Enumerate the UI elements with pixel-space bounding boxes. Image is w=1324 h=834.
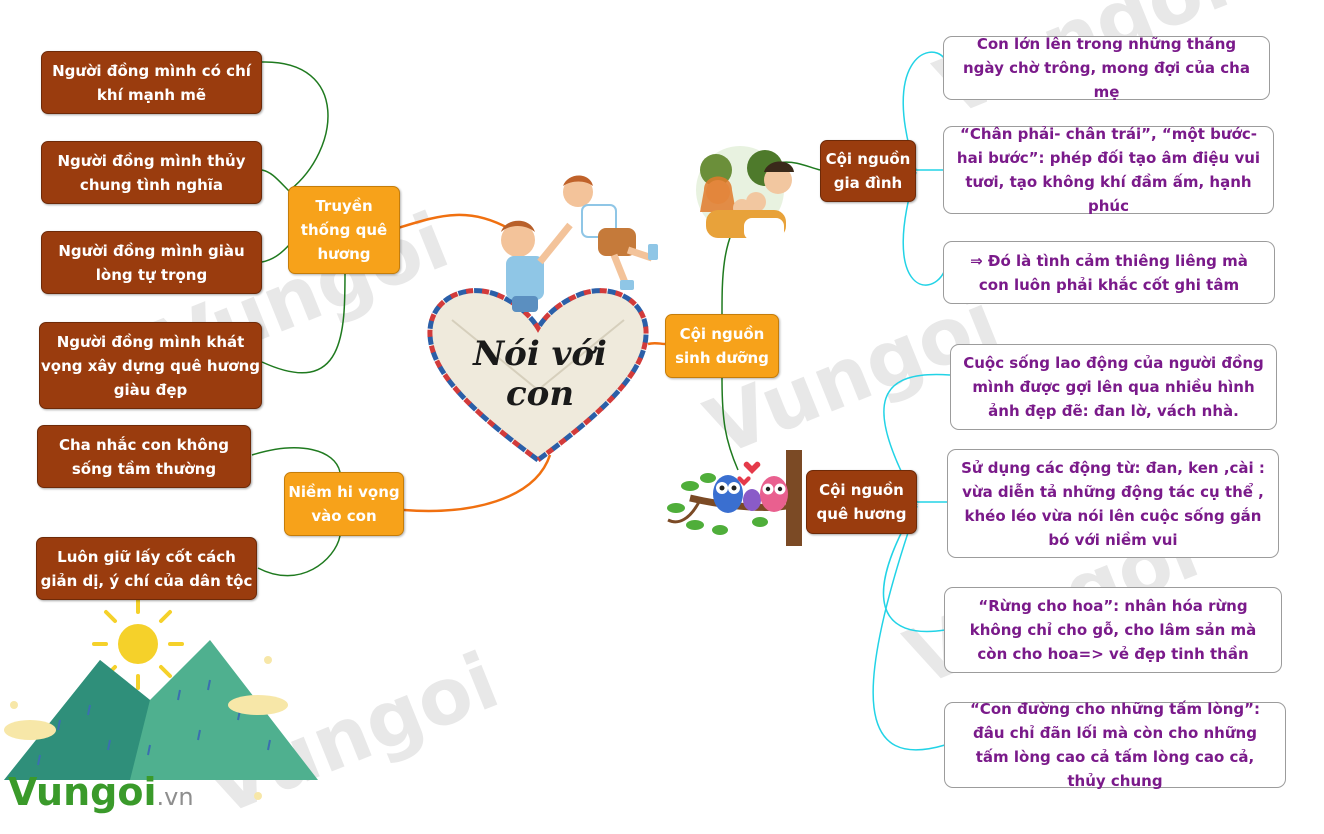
node-label: Cội nguồn quê hương xyxy=(816,481,907,523)
note-family-1[interactable]: Con lớn lên trong những tháng ngày chờ t… xyxy=(943,35,1270,101)
node-coi-nguon-que-huong[interactable]: Cội nguồn quê hương xyxy=(806,470,917,534)
brand-logo: Vungoi.vn xyxy=(8,770,194,814)
owls-on-branch-icon xyxy=(667,450,802,546)
note-text: “Chân phải- chân trái”, “một bước- hai b… xyxy=(956,125,1261,215)
note-family-3[interactable]: ⇒ Đó là tình cảm thiêng liêng mà con luô… xyxy=(943,241,1275,304)
node-truyen-thong[interactable]: Truyền thống quê hương xyxy=(288,186,400,274)
link-center-truyen-thong xyxy=(397,213,516,234)
note-text: Cuộc sống lao động của người đồng mình đ… xyxy=(963,354,1264,420)
leaf-label: Người đồng mình thủy chung tình nghĩa xyxy=(57,151,246,194)
note-homeland-1[interactable]: Cuộc sống lao động của người đồng mình đ… xyxy=(950,344,1277,430)
brand-name: Vungoi xyxy=(8,770,157,814)
leaf-khat-vong[interactable]: Người đồng mình khát vọng xây dựng quê h… xyxy=(39,322,262,409)
note-family-2[interactable]: “Chân phải- chân trái”, “một bước- hai b… xyxy=(943,125,1274,215)
node-niem-hi-vong[interactable]: Niềm hi vọng vào con xyxy=(284,472,404,536)
node-coi-nguon-sinh-duong[interactable]: Cội nguồn sinh dưỡng xyxy=(665,314,779,378)
leaf-label: Người đồng mình khát vọng xây dựng quê h… xyxy=(40,332,260,399)
note-text: “Con đường cho những tấm lòng”: đâu chỉ … xyxy=(969,700,1261,790)
leaf-tam-thuong[interactable]: Cha nhắc con không sống tầm thường xyxy=(37,425,251,488)
note-homeland-2[interactable]: Sử dụng các động từ: đan, ken ,cài : vừa… xyxy=(947,449,1279,558)
note-text: ⇒ Đó là tình cảm thiêng liêng mà con luô… xyxy=(970,251,1248,294)
note-text: Con lớn lên trong những tháng ngày chờ t… xyxy=(963,35,1250,101)
node-label: Cội nguồn sinh dưỡng xyxy=(675,325,769,367)
heart-envelope-icon xyxy=(427,288,649,464)
leaf-label: Cha nhắc con không sống tầm thường xyxy=(58,435,230,478)
note-homeland-3[interactable]: “Rừng cho hoa”: nhân hóa rừng không chỉ … xyxy=(944,587,1282,673)
note-text: “Rừng cho hoa”: nhân hóa rừng không chỉ … xyxy=(969,597,1257,663)
leaf-thuy-chung[interactable]: Người đồng mình thủy chung tình nghĩa xyxy=(41,141,262,204)
center-title: Nói với con xyxy=(473,334,607,414)
leaf-label: Người đồng mình giàu lòng tự trọng xyxy=(58,241,245,284)
father-child-icon xyxy=(501,175,658,312)
brand-suffix: .vn xyxy=(156,783,194,811)
node-coi-nguon-gia-dinh[interactable]: Cội nguồn gia đình xyxy=(820,140,916,202)
link-center-sinh-duong xyxy=(647,341,667,346)
leaf-tu-trong[interactable]: Người đồng mình giàu lòng tự trọng xyxy=(41,231,262,294)
node-label: Cội nguồn gia đình xyxy=(825,150,911,192)
node-label: Truyền thống quê hương xyxy=(300,197,388,263)
mountain-sun-icon xyxy=(4,580,318,800)
family-icon xyxy=(696,146,794,240)
note-text: Sử dụng các động từ: đan, ken ,cài : vừa… xyxy=(961,458,1265,549)
node-label: Niềm hi vọng vào con xyxy=(288,483,400,525)
leaf-chi-khi[interactable]: Người đồng mình có chí khí mạnh mẽ xyxy=(41,51,262,114)
leaf-cot-cach[interactable]: Luôn giữ lấy cốt cách giản dị, ý chí của… xyxy=(36,537,257,600)
note-homeland-4[interactable]: “Con đường cho những tấm lòng”: đâu chỉ … xyxy=(944,700,1286,790)
link-center-niem-hi-vong xyxy=(403,454,552,513)
leaf-label: Luôn giữ lấy cốt cách giản dị, ý chí của… xyxy=(40,547,253,590)
leaf-label: Người đồng mình có chí khí mạnh mẽ xyxy=(52,61,251,104)
